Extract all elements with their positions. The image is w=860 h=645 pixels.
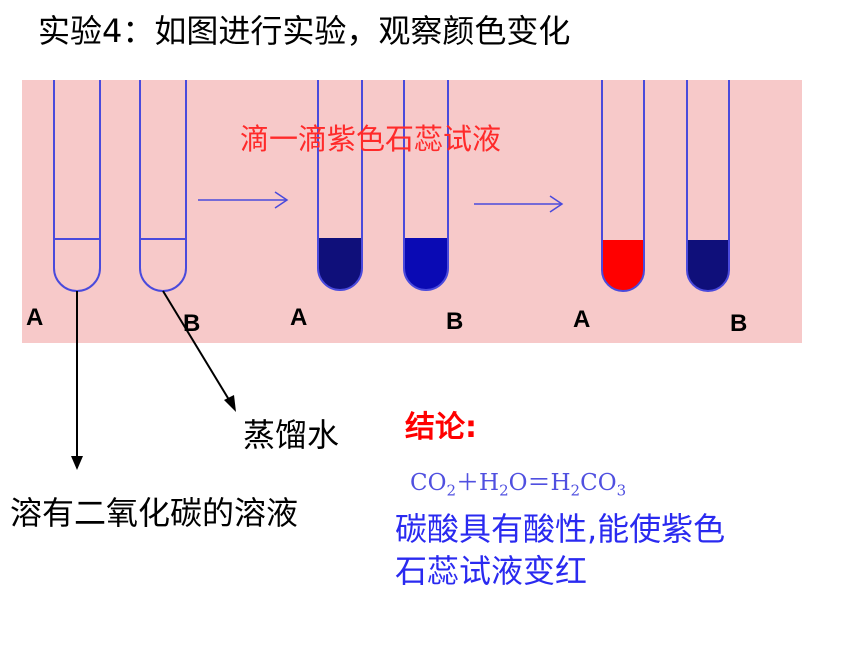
stage1-label-b: B — [183, 310, 201, 337]
stage3-tube-b — [686, 80, 730, 292]
stage2-label-b: B — [446, 308, 464, 335]
result-line-2: 石蕊试液变红 — [395, 552, 588, 590]
equation-equals: ＝ — [527, 470, 551, 496]
experiment-panel — [22, 80, 802, 343]
equation-h2co3-co: CO — [580, 470, 617, 496]
stage3-label-a: A — [573, 306, 591, 333]
equation-h2co3-co-sub: 3 — [616, 481, 627, 500]
equation-h2o-h: H — [479, 470, 500, 496]
equation-h2o-o: O — [508, 470, 528, 496]
equation-h2co3-h: H — [550, 470, 571, 496]
equation-co2-sub: 2 — [446, 481, 457, 500]
stage3-tube-a — [601, 80, 645, 292]
page-title: 实验4：如图进行实验，观察颜色变化 — [38, 12, 571, 50]
stage2-tube-a — [317, 80, 363, 291]
instruction-text: 滴一滴紫色石蕊试液 — [240, 122, 502, 156]
equation-plus: ＋ — [456, 470, 480, 496]
stage1-tube-b — [139, 80, 187, 292]
pointer-co2-solution — [71, 291, 83, 470]
co2-solution-label: 溶有二氧化碳的溶液 — [10, 494, 299, 532]
arrow-1 — [198, 191, 289, 209]
chemical-equation: CO2＋H2O＝H2CO3 — [410, 463, 626, 500]
stage1-label-a: A — [26, 304, 44, 331]
result-line-1: 碳酸具有酸性,能使紫色 — [395, 510, 726, 548]
equation-co2: CO — [410, 470, 447, 496]
stage1-tube-a — [53, 80, 101, 292]
distilled-water-label: 蒸馏水 — [243, 416, 340, 454]
conclusion-result: 碳酸具有酸性,能使紫色 石蕊试液变红 — [395, 508, 815, 592]
stage2-tube-b — [403, 80, 449, 291]
conclusion-heading: 结论: — [405, 410, 477, 445]
equation-h2co3-h-sub: 2 — [570, 481, 581, 500]
equation-h2o-sub: 2 — [499, 481, 509, 500]
stage3-label-b: B — [730, 310, 748, 337]
pointer-distilled-water — [162, 290, 236, 412]
arrow-2 — [474, 195, 564, 213]
stage2-label-a: A — [290, 304, 308, 331]
